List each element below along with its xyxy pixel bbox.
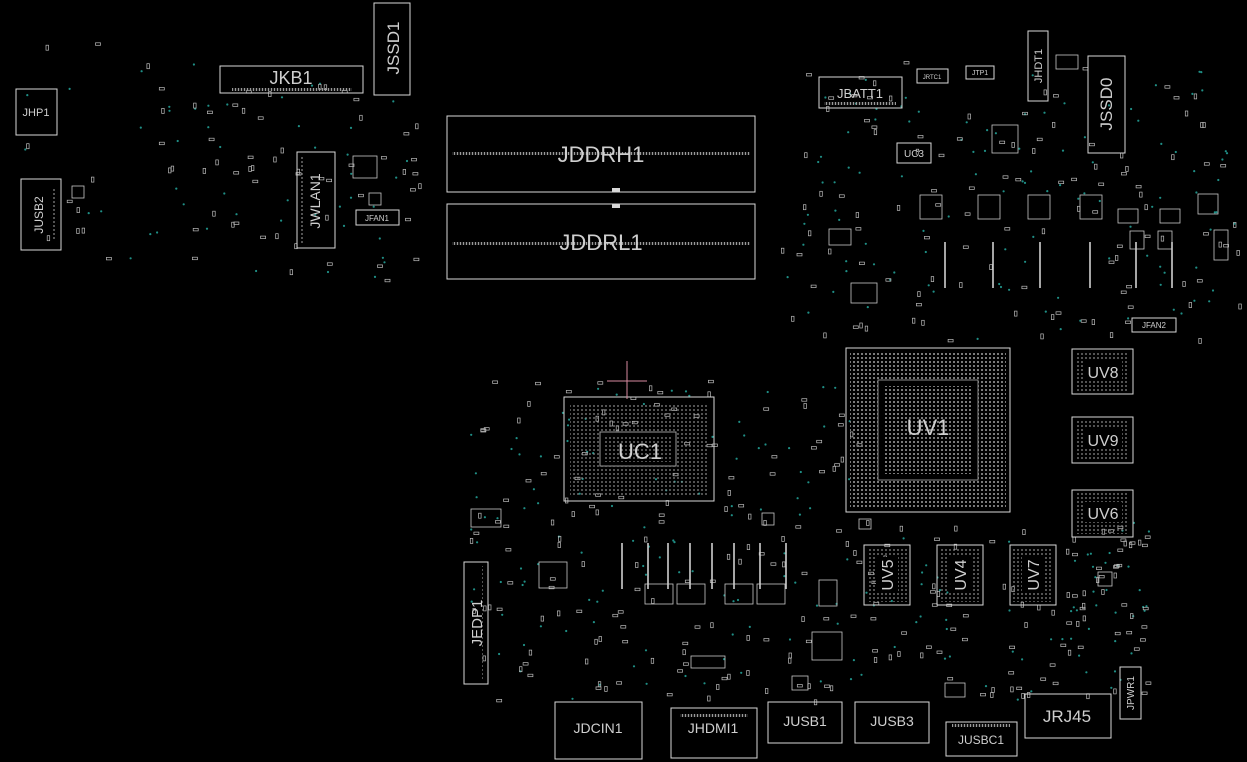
chip-uv1[interactable]: UV1 — [845, 347, 1011, 513]
connector-jfan1[interactable]: JFAN1 — [355, 209, 400, 226]
label-jpwr1: JPWR1 — [1126, 676, 1137, 710]
connector-jddrl1[interactable]: JDDRL1 — [446, 203, 756, 280]
label-uv6: UV6 — [1087, 506, 1118, 523]
chip-uv7[interactable]: UV7 — [1009, 544, 1057, 606]
chip-uc3[interactable]: UC3 — [896, 142, 932, 164]
connector-jddrh1[interactable]: JDDRH1 — [446, 115, 756, 193]
connector-jhdt1[interactable]: JHDT1 — [1027, 30, 1049, 102]
connector-jrtc1[interactable]: JRTC1 — [916, 68, 949, 84]
chip-uv8[interactable]: UV8 — [1071, 348, 1134, 395]
connector-jfan2[interactable]: JFAN2 — [1131, 317, 1177, 333]
label-uc1: UC1 — [618, 439, 662, 464]
connector-jkb1[interactable]: JKB1 — [219, 65, 364, 94]
chip-uv6[interactable]: UV6 — [1071, 489, 1134, 538]
label-uv5: UV5 — [880, 559, 897, 590]
chip-uv5[interactable]: UV5 — [863, 544, 911, 606]
label-jusbc1: JUSBC1 — [958, 733, 1004, 747]
connector-jusb1[interactable]: JUSB1 — [767, 701, 843, 744]
chip-uv4[interactable]: UV4 — [936, 544, 984, 606]
connector-jbatt1[interactable]: JBATT1 — [818, 76, 903, 109]
connector-jwlan1[interactable]: JWLAN1 — [296, 151, 336, 249]
label-jedp1: JEDP1 — [469, 600, 486, 647]
connector-jusb2[interactable]: JUSB2 — [20, 178, 62, 251]
crosshair-marker — [607, 361, 647, 399]
label-jhdt1: JHDT1 — [1033, 49, 1045, 83]
connector-jusb3[interactable]: JUSB3 — [854, 701, 930, 744]
connector-jdcin1[interactable]: JDCIN1 — [554, 701, 643, 760]
minor-footprints — [71, 54, 1229, 698]
label-jddrl1: JDDRL1 — [559, 230, 642, 255]
connector-jssd1[interactable]: JSSD1 — [373, 2, 411, 96]
label-jfan1: JFAN1 — [365, 214, 390, 223]
connector-jtp1[interactable]: JTP1 — [965, 65, 995, 80]
label-jrj45: JRJ45 — [1043, 707, 1091, 726]
label-uv7: UV7 — [1026, 559, 1043, 590]
label-jrtc1: JRTC1 — [923, 75, 942, 81]
connector-jpwr1[interactable]: JPWR1 — [1119, 666, 1142, 720]
label-uv1: UV1 — [907, 415, 950, 440]
label-jkb1: JKB1 — [269, 68, 312, 88]
label-uv4: UV4 — [953, 559, 970, 590]
label-jusb3: JUSB3 — [870, 713, 914, 729]
connector-jedp1[interactable]: JEDP1 — [463, 561, 489, 685]
connector-jhdmi1[interactable]: JHDMI1 — [670, 707, 758, 759]
label-jusb1: JUSB1 — [783, 713, 827, 729]
vertical-trace-marks — [621, 242, 1173, 589]
label-jddrh1: JDDRH1 — [558, 142, 645, 167]
connector-jrj45[interactable]: JRJ45 — [1024, 693, 1112, 739]
chip-uv9[interactable]: UV9 — [1071, 416, 1134, 464]
label-uv8: UV8 — [1087, 365, 1118, 382]
label-jtp1: JTP1 — [972, 70, 988, 77]
label-jbatt1: JBATT1 — [837, 86, 883, 101]
connector-jssd0[interactable]: JSSD0 — [1087, 55, 1126, 154]
chip-uc1[interactable]: UC1 — [563, 396, 715, 502]
label-uv9: UV9 — [1087, 433, 1118, 450]
label-jssd1: JSSD1 — [384, 22, 403, 75]
label-jdcin1: JDCIN1 — [573, 720, 622, 736]
label-jhp1: JHP1 — [23, 107, 50, 119]
connector-jusbc1[interactable]: JUSBC1 — [945, 721, 1018, 757]
label-jhdmi1: JHDMI1 — [688, 720, 739, 736]
scattered-vias — [24, 63, 1236, 701]
label-jusb2: JUSB2 — [32, 196, 46, 234]
label-jwlan1: JWLAN1 — [307, 173, 323, 228]
connector-jhp1[interactable]: JHP1 — [15, 88, 58, 136]
label-uc3: UC3 — [904, 149, 924, 160]
scattered-smd-parts — [26, 42, 1242, 706]
label-jfan2: JFAN2 — [1142, 321, 1167, 330]
label-jssd0: JSSD0 — [1097, 78, 1116, 131]
